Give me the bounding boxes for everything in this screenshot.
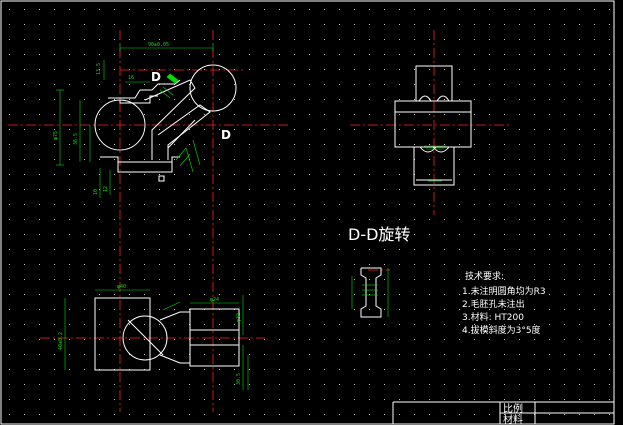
top-view-dimensions	[64, 289, 249, 390]
dim-label: 36.5	[73, 133, 79, 145]
front-view-dimensions	[56, 44, 214, 198]
dim-label: 12	[103, 186, 109, 192]
section-title: D-D旋转	[348, 225, 410, 244]
dim-label: φ24	[210, 297, 219, 303]
dim-label: 13.5	[96, 63, 102, 75]
note-item-3: 3.材料: HT200	[462, 311, 524, 323]
dim-label: φ75	[53, 131, 59, 140]
notes-heading: 技术要求:	[465, 270, 504, 282]
dim-label: 10	[93, 189, 99, 195]
front-view-dim-labels: 90±0.05 16 13.5 φ75 36.5 10 12	[53, 42, 169, 195]
dim-label: φ32	[236, 313, 242, 322]
note-item-2: 2.毛胚孔未注出	[462, 298, 525, 310]
section-marker-d-bottom: D	[221, 128, 231, 142]
title-block-scale-label: 比例	[503, 402, 523, 415]
technical-notes: 技术要求: 1.未注明圆角均为R3 2.毛胚孔未注出 3.材料: HT200 4…	[462, 270, 546, 336]
note-item-4: 4.拔模斜度为3°5度	[462, 324, 541, 336]
dim-label: 30.5	[236, 373, 242, 385]
side-view-hatch	[424, 145, 446, 182]
dim-label: 40±0.2	[58, 332, 64, 350]
front-view	[94, 64, 237, 182]
title-block	[392, 401, 614, 424]
dim-label: φ40	[117, 284, 126, 290]
section-d-d-hatch	[351, 268, 389, 317]
title-block-material-label: 材料	[503, 413, 523, 425]
section-d-d-view	[360, 267, 382, 318]
top-view-dim-labels: φ40 φ24 40±0.2 φ32 30.5	[58, 284, 242, 385]
dim-label: 90±0.05	[148, 42, 169, 48]
top-view	[94, 297, 240, 371]
note-item-1: 1.未注明圆角均为R3	[462, 285, 546, 297]
section-marker-d-top: D	[151, 70, 161, 84]
side-view	[394, 65, 472, 186]
dim-label: 16	[128, 75, 134, 81]
